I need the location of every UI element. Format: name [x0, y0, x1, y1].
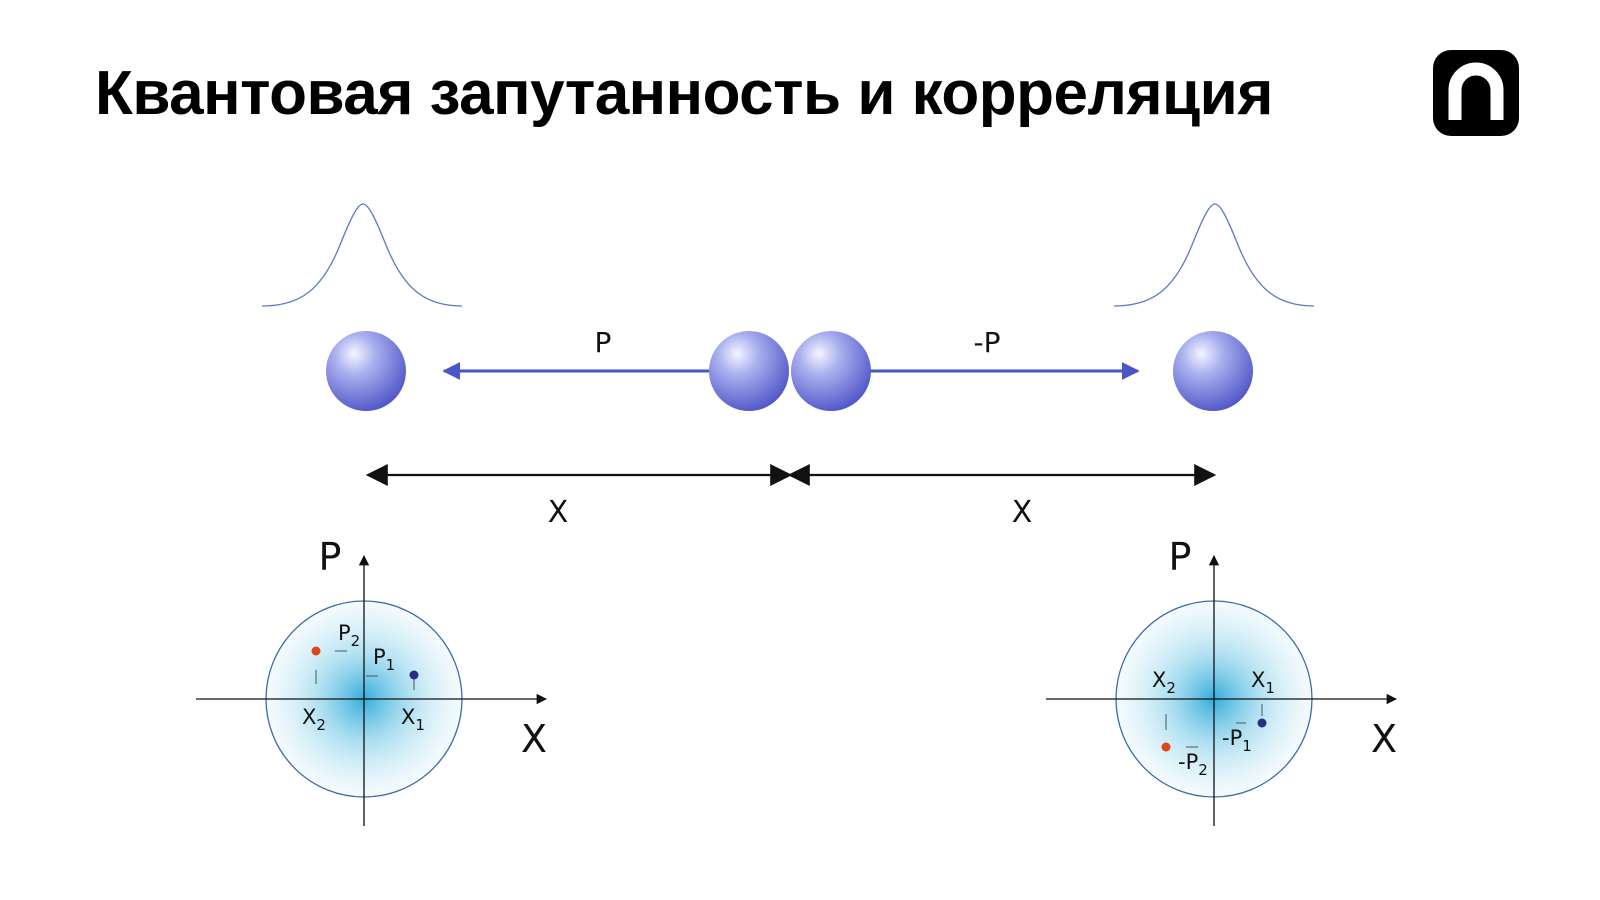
- axis-label-x-right: X: [1371, 717, 1397, 761]
- point-particle-1-left: [409, 670, 419, 680]
- axis-label-p-left: P: [319, 535, 342, 579]
- label-p1-right: -P1: [1222, 726, 1252, 755]
- arch-n-logo-icon[interactable]: [1433, 50, 1519, 136]
- particle-center-right: [791, 331, 871, 411]
- label-x2-left: X2: [302, 705, 326, 734]
- label-p1-left: P1: [373, 645, 395, 674]
- particle-right-far: [1173, 331, 1253, 411]
- wave-packet-left: [261, 203, 463, 307]
- momentum-label-left: P: [595, 326, 612, 359]
- distance-label-right: X: [1012, 495, 1033, 530]
- point-particle-2-left: [311, 646, 321, 656]
- label-x1-right: X1: [1251, 668, 1275, 697]
- momentum-label-right: -P: [974, 326, 1001, 359]
- axis-label-x-left: X: [521, 717, 547, 761]
- point-particle-2-right: [1161, 742, 1171, 752]
- logo-shape: [1448, 62, 1504, 120]
- wave-packet-right: [1113, 203, 1315, 307]
- phase-space-left: P X P2 P1 X2 X1: [196, 535, 548, 826]
- phase-space-right: P X X2 X1 -P1 -P2: [1046, 535, 1398, 826]
- particle-left-far: [326, 331, 406, 411]
- distance-label-left: X: [548, 495, 569, 530]
- label-x2-right: X2: [1152, 668, 1176, 697]
- axis-label-p-right: P: [1169, 535, 1192, 579]
- label-p2-right: -P2: [1178, 750, 1208, 779]
- page-title: Квантовая запутанность и корреляция: [95, 59, 1273, 128]
- label-x1-left: X1: [401, 705, 425, 734]
- label-p2-left: P2: [338, 621, 360, 650]
- point-particle-1-right: [1257, 718, 1267, 728]
- particle-center-left: [709, 331, 789, 411]
